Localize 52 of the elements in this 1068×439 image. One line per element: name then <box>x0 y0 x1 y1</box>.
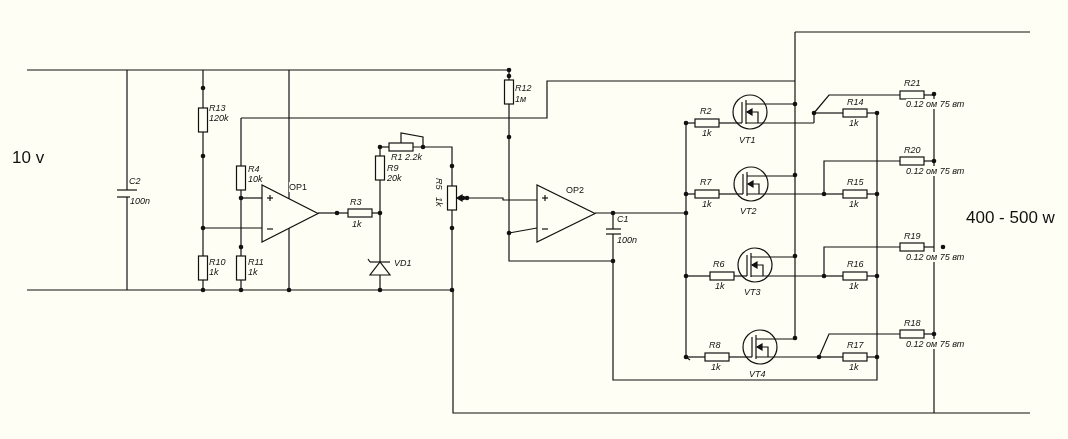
component-value: 100n <box>617 235 638 245</box>
component-value: 1k <box>248 267 258 277</box>
component-value: 1k <box>702 199 712 209</box>
component-designator: R21 <box>904 78 921 88</box>
component-value: 1k <box>209 267 219 277</box>
component-designator: R2 <box>700 106 712 116</box>
component-designator: C1 <box>617 214 629 224</box>
component-value: 10k <box>248 174 263 184</box>
component-designator: C2 <box>129 176 141 186</box>
component-designator: R5 <box>434 178 444 190</box>
component-value: 0.12 ом 75 вт <box>906 339 965 349</box>
component-designator: R15 <box>847 177 864 187</box>
component-value: 1м <box>515 94 527 104</box>
component-value: 1k <box>849 118 859 128</box>
component-designator: R1 2.2k <box>391 152 423 162</box>
component-designator: VT2 <box>740 206 757 216</box>
component-value: 1k <box>715 281 725 291</box>
component-designator: R16 <box>847 259 864 269</box>
component-value: 0.12 ом 75 вт <box>906 99 965 109</box>
component-designator: R4 <box>248 164 260 174</box>
component-value: 1k <box>711 362 721 372</box>
component-value: 0.12 ом 75 вт <box>906 166 965 176</box>
component-value: 1k <box>849 199 859 209</box>
component-designator: R10 <box>209 257 226 267</box>
component-value: 1k <box>434 197 444 207</box>
component-designator: R8 <box>709 340 721 350</box>
component-designator: R11 <box>248 257 264 267</box>
component-value: 100n <box>130 196 151 206</box>
component-value: 0.12 ом 75 вт <box>906 252 965 262</box>
component-value: 20k <box>387 173 402 183</box>
component-designator: VT4 <box>749 369 766 379</box>
component-designator: R17 <box>847 340 864 350</box>
component-designator: R19 <box>904 231 921 241</box>
component-value: 120k <box>209 113 229 123</box>
component-designator: VT1 <box>739 135 756 145</box>
component-designator: R14 <box>847 97 864 107</box>
component-designator: R18 <box>904 318 921 328</box>
component-value: 1k <box>352 219 362 229</box>
component-designator: R9 <box>387 163 399 173</box>
component-designator: R13 <box>209 103 226 113</box>
component-designator: VT3 <box>744 287 761 297</box>
component-designator: R12 <box>515 83 532 93</box>
component-designator: R7 <box>700 177 712 187</box>
component-designator: R6 <box>713 259 725 269</box>
component-designator: OP2 <box>566 185 584 195</box>
component-designator: R3 <box>350 197 362 207</box>
component-value: 1k <box>849 281 859 291</box>
component-designator: VD1 <box>394 258 412 268</box>
component-designator: OP1 <box>289 182 307 192</box>
component-designator: R20 <box>904 145 921 155</box>
component-value: 1k <box>849 362 859 372</box>
component-value: 1k <box>702 128 712 138</box>
